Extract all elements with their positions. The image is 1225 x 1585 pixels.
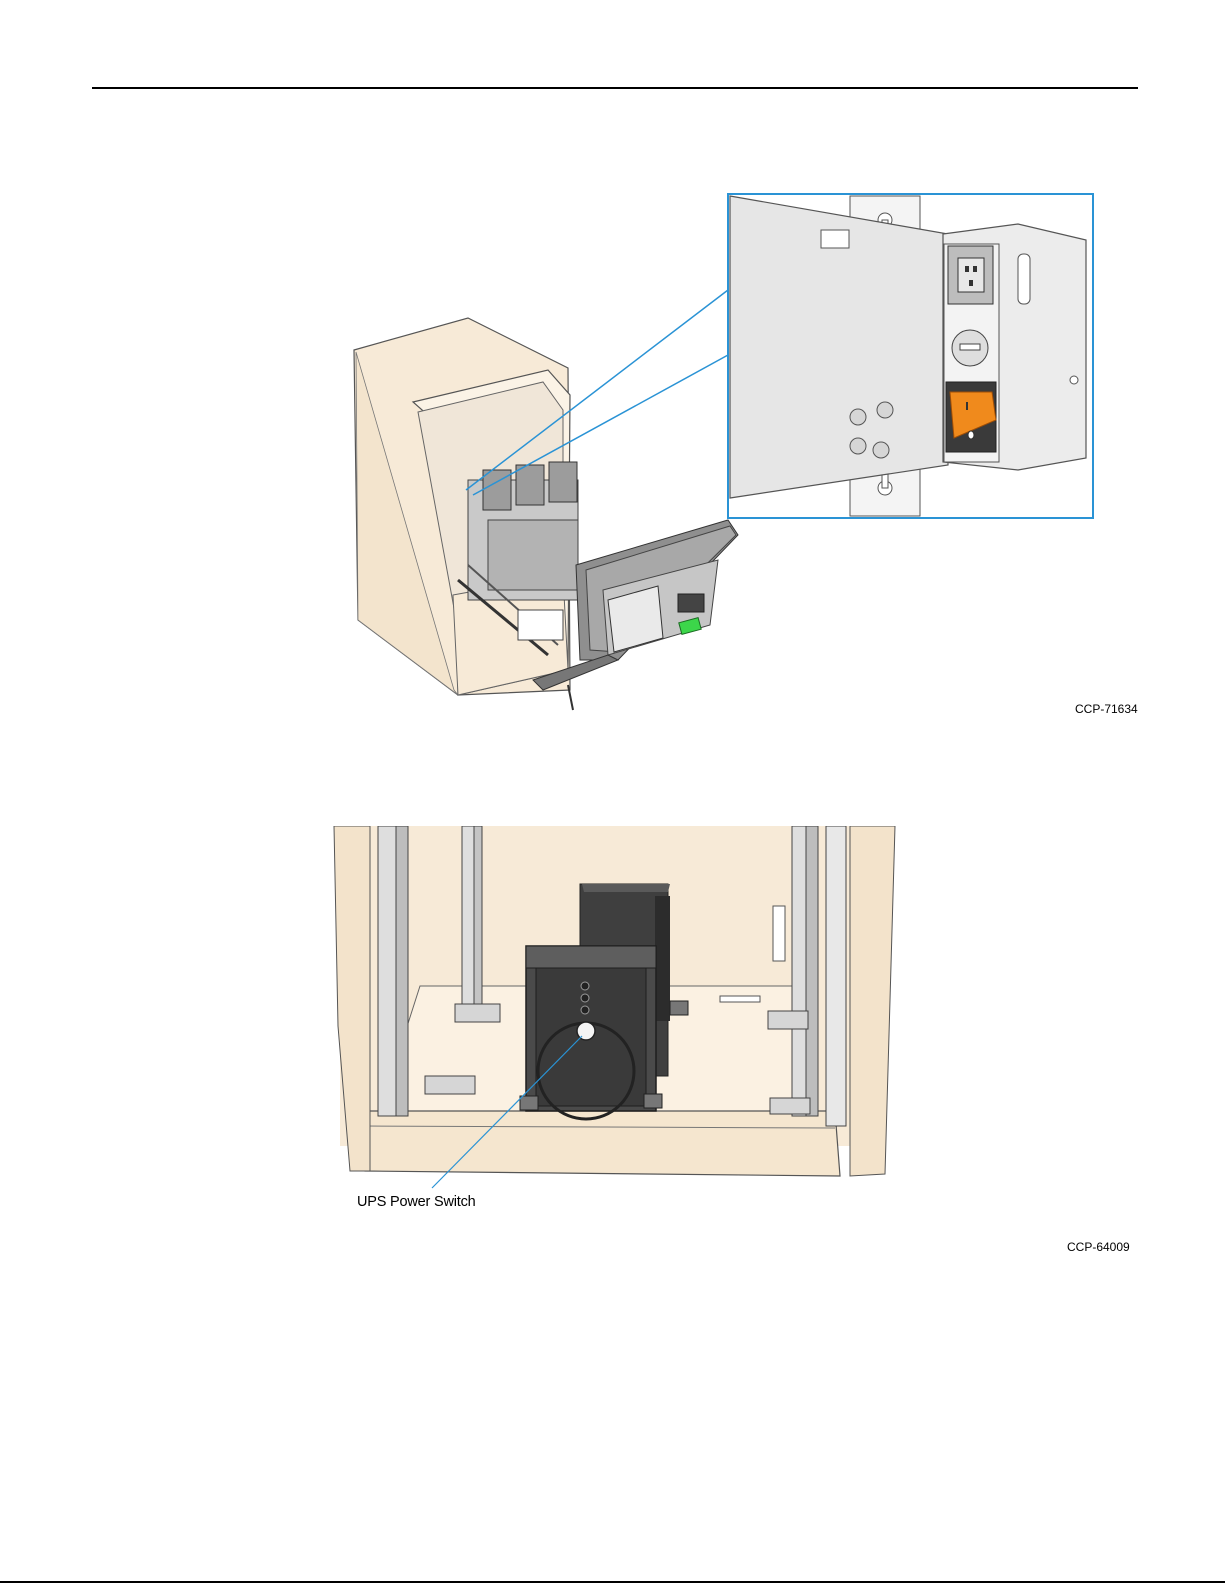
footer-rule xyxy=(0,1581,1225,1583)
figure-reference-1: CCP-71634 xyxy=(1075,702,1138,716)
figure-reference-2: CCP-64009 xyxy=(1067,1240,1130,1254)
header-rule xyxy=(92,87,1138,89)
ups-power-switch-label: UPS Power Switch xyxy=(357,1194,475,1210)
ups-cabinet-illustration xyxy=(330,826,900,1218)
kiosk-power-detail-illustration xyxy=(318,190,1140,715)
